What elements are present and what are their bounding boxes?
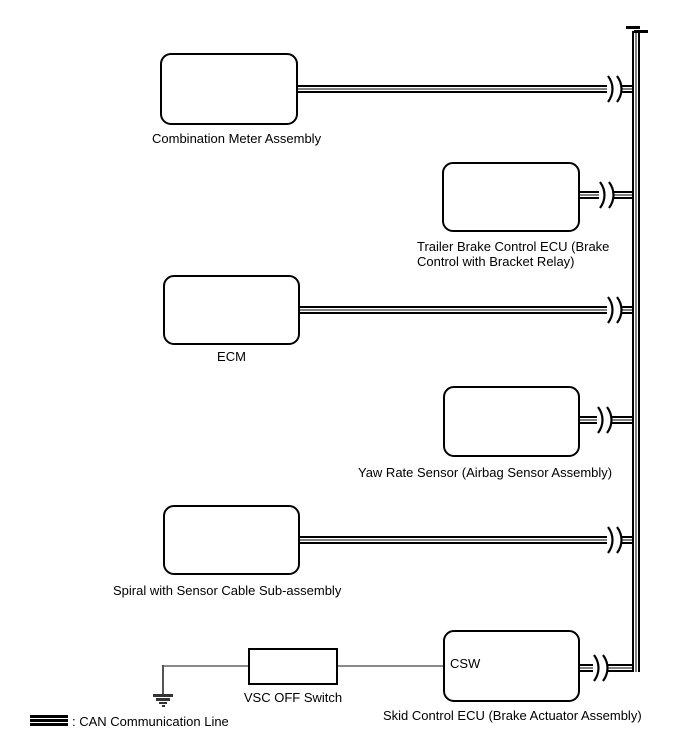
node-label-trailer-brake: Trailer Brake Control ECU (Brake Control…	[417, 239, 609, 269]
can-line-combination-meter	[296, 85, 632, 93]
can-bus-terminator-icon	[626, 26, 640, 29]
legend-can-symbol	[30, 723, 68, 726]
vsc-switch-wire	[162, 665, 248, 667]
node-label-skid-control: Skid Control ECU (Brake Actuator Assembl…	[383, 708, 642, 723]
node-box-yaw-rate	[443, 386, 580, 457]
node-label-ecm: ECM	[217, 349, 246, 364]
line-break-icon	[607, 73, 623, 105]
ground-icon	[153, 694, 173, 697]
node-box-skid-control	[443, 630, 580, 702]
node-label-trailer-brake-line2: Control with Bracket Relay)	[417, 254, 575, 269]
line-break-icon	[597, 404, 613, 436]
legend-can-symbol	[30, 719, 68, 722]
node-box-combination-meter	[160, 53, 298, 125]
node-box-vsc-off-switch	[248, 648, 338, 685]
ground-icon	[156, 698, 170, 701]
ground-icon	[162, 665, 164, 694]
can-bus-terminator-icon	[634, 30, 648, 33]
node-label-combination-meter: Combination Meter Assembly	[152, 131, 322, 146]
line-break-icon	[593, 652, 609, 684]
node-label-yaw-rate: Yaw Rate Sensor (Airbag Sensor Assembly)	[358, 465, 613, 480]
legend-can-symbol	[30, 715, 68, 718]
node-label-vsc-off-switch: VSC OFF Switch	[243, 690, 343, 705]
can-bus-line	[632, 31, 640, 672]
ground-icon	[161, 705, 165, 707]
line-break-icon	[599, 179, 615, 211]
ground-icon	[159, 702, 167, 704]
can-line-ecm	[298, 306, 632, 314]
node-label-spiral: Spiral with Sensor Cable Sub-assembly	[113, 583, 342, 598]
legend-label: : CAN Communication Line	[72, 714, 229, 729]
node-box-spiral	[163, 505, 300, 575]
pin-label-csw: CSW	[450, 656, 481, 671]
node-box-trailer-brake	[442, 162, 580, 232]
vsc-switch-wire	[338, 665, 445, 667]
line-break-icon	[607, 524, 623, 556]
line-break-icon	[607, 294, 623, 326]
can-line-spiral	[298, 536, 632, 544]
node-label-trailer-brake-line1: Trailer Brake Control ECU (Brake	[417, 239, 610, 254]
node-box-ecm	[163, 275, 300, 345]
